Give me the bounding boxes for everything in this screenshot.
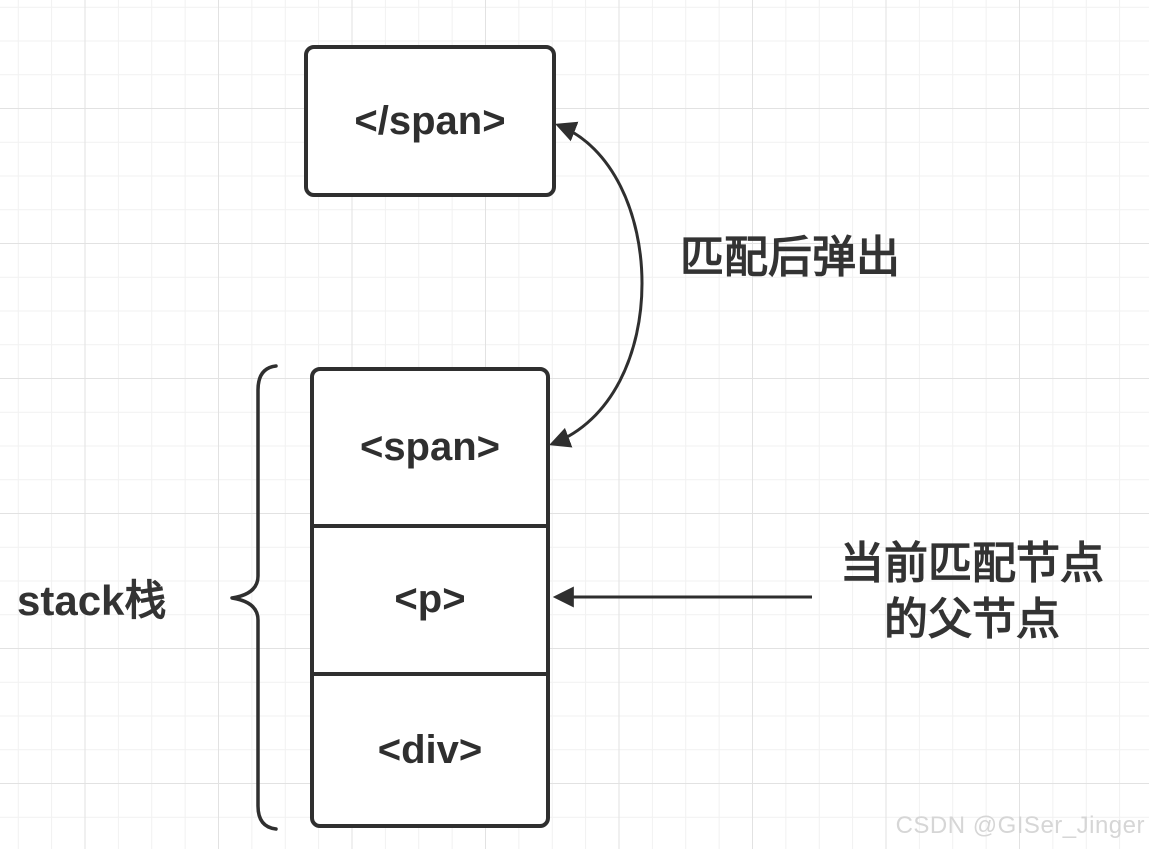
stack-container: <span> <p> <div> <box>310 367 550 828</box>
node-closing-span-label: </span> <box>354 98 506 143</box>
stack-item-p-label: <p> <box>394 577 466 622</box>
stack-item-p: <p> <box>314 523 546 673</box>
pop-annotation: 匹配后弹出 <box>680 233 900 282</box>
stack-brace-label: stack栈 <box>17 577 167 624</box>
parent-annotation-line2: 的父节点 <box>884 595 1060 644</box>
stack-item-span-label: <span> <box>359 424 501 469</box>
parent-annotation-line1: 当前匹配节点 <box>840 539 1104 588</box>
parent-annotation: 当前匹配节点 的父节点 <box>807 536 1137 648</box>
stack-brace-shape <box>230 364 278 831</box>
stack-item-div-label: <div> <box>377 727 483 772</box>
pop-arrow <box>549 121 644 448</box>
node-closing-span: </span> <box>304 45 556 197</box>
stack-item-span: <span> <box>314 371 546 524</box>
csdn-watermark: CSDN @GISer_Jinger <box>895 812 1145 839</box>
stack-item-div: <div> <box>314 672 546 824</box>
